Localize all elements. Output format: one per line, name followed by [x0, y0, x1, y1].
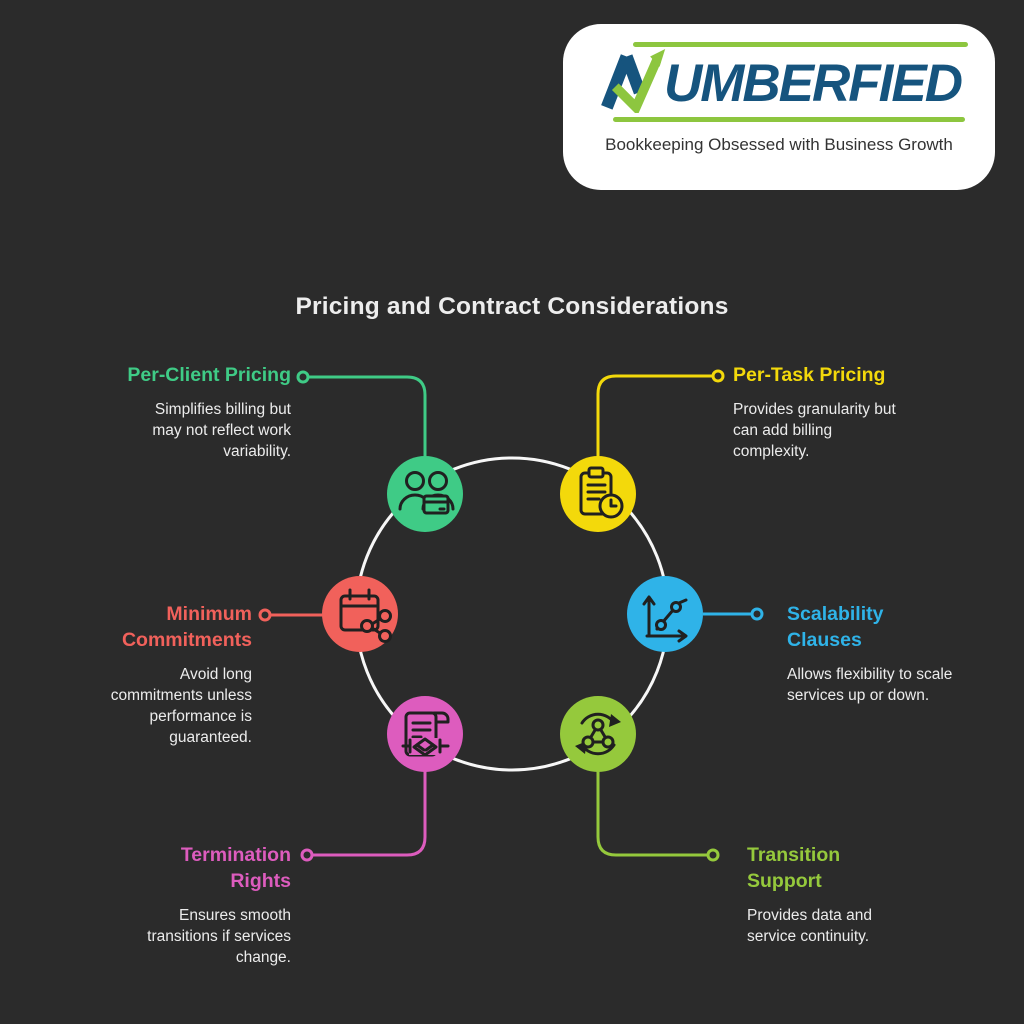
label-description: Provides data and service continuity.: [747, 907, 872, 945]
logo-divider-bottom: [613, 117, 965, 122]
logo-tagline: Bookkeeping Obsessed with Business Growt…: [605, 135, 953, 154]
clipboard-clock-icon: [579, 466, 624, 519]
label-description: Avoid long commitments unless performanc…: [110, 666, 252, 746]
transfer-network-icon: [575, 712, 621, 756]
label-description: Simplifies billing but may not reflect w…: [152, 401, 291, 460]
label-title: Per-Client Pricing: [127, 364, 291, 386]
numberfied-arrow-n-icon: [601, 49, 666, 113]
users-payment-icon: [398, 471, 455, 515]
connector-lines: [258, 369, 764, 862]
label-description: Allows flexibility to scale services up …: [787, 666, 953, 704]
label-per-client-pricing: Per-Client Pricing Simplifies billing bu…: [21, 362, 291, 462]
node-per-client-pricing: [387, 456, 463, 532]
label-termination-rights: Termination Rights Ensures smooth transi…: [21, 842, 291, 968]
node-transition-support: [560, 696, 636, 772]
node-per-task-pricing: [560, 456, 636, 532]
label-minimum-commitments: Minimum Commitments Avoid long commitmen…: [0, 601, 252, 748]
label-description: Ensures smooth transitions if services c…: [147, 907, 291, 966]
label-title: Termination Rights: [180, 844, 291, 892]
page-title: Pricing and Contract Considerations: [295, 293, 729, 321]
node-minimum-commitments: [322, 576, 398, 652]
label-title: Per-Task Pricing: [733, 364, 886, 386]
logo-divider-top: [633, 42, 968, 47]
node-scalability-clauses: [627, 576, 703, 652]
label-scalability-clauses: Scalability Clauses Allows flexibility t…: [787, 601, 1024, 706]
label-per-task-pricing: Per-Task Pricing Provides granularity bu…: [733, 362, 1003, 462]
brand-wordmark-text: UMBERFIED: [663, 53, 963, 113]
label-transition-support: Transition Support Provides data and ser…: [747, 842, 1017, 947]
contract-handshake-icon: [401, 711, 450, 757]
calendar-share-icon: [339, 588, 392, 643]
brand-wordmark: UMBERFIED: [563, 49, 995, 115]
growth-chart-icon: [642, 595, 688, 643]
label-title: Transition Support: [747, 844, 841, 892]
label-title: Minimum Commitments: [121, 603, 252, 651]
label-title: Scalability Clauses: [787, 603, 884, 651]
node-termination-rights: [387, 696, 463, 772]
logo-card: UMBERFIED Bookkeeping Obsessed with Busi…: [563, 24, 995, 190]
label-description: Provides granularity but can add billing…: [733, 401, 896, 460]
